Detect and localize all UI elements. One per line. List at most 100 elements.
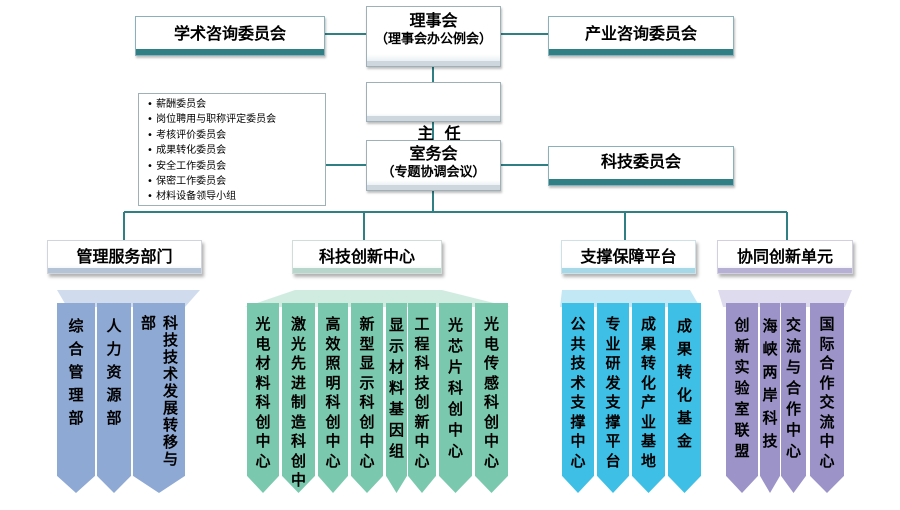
unit-char: 中 xyxy=(786,420,801,441)
director-box: 主 任 xyxy=(366,82,501,122)
unit-char: 部 xyxy=(68,407,83,430)
unit-char: 专 xyxy=(605,315,620,335)
unit-arrow: 科技技术发展转移与部 xyxy=(133,303,185,493)
unit-char: 心 xyxy=(255,452,270,472)
unit-arrow: 新型显示科创中心 xyxy=(351,303,383,493)
list-item: 材料设备领导小组 xyxy=(147,189,325,204)
unit-char: 科 xyxy=(291,432,306,452)
unit-arrow: 光芯片科创中心 xyxy=(439,303,472,493)
unit-char: 制 xyxy=(291,393,306,413)
unit-char: 际 xyxy=(819,335,834,355)
unit-char: 电 xyxy=(255,335,270,355)
council-title: 理事会 xyxy=(367,11,500,31)
unit-arrow: 人力资源部 xyxy=(97,303,131,493)
list-item: 安全工作委员会 xyxy=(147,159,325,174)
unit-char: 部 xyxy=(106,407,121,430)
industry-committee-label: 产业咨询委员会 xyxy=(585,24,697,43)
unit-arrow: 创新实验室联盟 xyxy=(726,303,758,493)
unit-char: 合 xyxy=(68,338,83,361)
unit-char: 成 xyxy=(677,315,692,338)
list-item: 岗位聘用与职称评定委员会 xyxy=(147,112,325,127)
unit-char: 心 xyxy=(570,452,585,472)
unit-char: 中 xyxy=(325,432,340,452)
industry-committee-box: 产业咨询委员会 xyxy=(548,16,734,56)
unit-char: 电 xyxy=(484,335,499,355)
unit-arrow: 成果转化产业基地 xyxy=(632,303,665,493)
unit-char: 中 xyxy=(448,420,463,441)
unit-char: 产 xyxy=(641,393,656,413)
unit-char: 光 xyxy=(255,315,270,335)
unit-char: 芯 xyxy=(448,336,463,357)
list-item: 保密工作委员会 xyxy=(147,174,325,189)
unit-char: 心 xyxy=(325,452,340,472)
unit-arrow: 专业研发支撑平台 xyxy=(597,303,629,493)
unit-char: 理 xyxy=(68,384,83,407)
unit-arrow: 高效照明科创中心 xyxy=(318,303,348,493)
unit-char: 人 xyxy=(106,315,121,338)
unit-char: 激 xyxy=(291,315,306,335)
unit-char: 与 xyxy=(786,357,801,378)
unit-char: 合 xyxy=(819,354,834,374)
unit-char: 造 xyxy=(291,413,306,433)
support-title: 支撑保障平台 xyxy=(580,247,676,266)
list-item: 薪酬委员会 xyxy=(147,97,325,112)
unit-char: 业 xyxy=(605,335,620,355)
unit-char: 联 xyxy=(734,420,749,441)
unit-arrow: 显示材料基因组 xyxy=(386,303,407,493)
unit-char: 心 xyxy=(359,452,374,472)
unit-char: 国 xyxy=(819,315,834,335)
unit-char: 转 xyxy=(641,354,656,374)
unit-char: 化 xyxy=(677,384,692,407)
unit-char: 科 xyxy=(448,378,463,399)
unit-char: 台 xyxy=(605,452,620,472)
unit-char: 心 xyxy=(819,452,834,472)
unit-char: 果 xyxy=(677,338,692,361)
unit-arrow: 成果转化基金 xyxy=(668,303,701,493)
unit-char: 新 xyxy=(734,336,749,357)
unit-char: 技 xyxy=(414,374,429,394)
unit-char: 感 xyxy=(484,374,499,394)
unit-char: 科 xyxy=(484,393,499,413)
unit-char: 支 xyxy=(570,393,585,413)
unit-char: 心 xyxy=(786,441,801,462)
management-header: 管理服务部门 xyxy=(47,240,202,274)
technology-committee-label: 科技委员会 xyxy=(601,152,681,171)
unit-char: 公 xyxy=(570,315,585,335)
unit-char: 果 xyxy=(641,335,656,355)
unit-char: 创 xyxy=(325,413,340,433)
unit-char: 合 xyxy=(786,378,801,399)
unit-char: 作 xyxy=(786,399,801,420)
unit-char: 进 xyxy=(291,374,306,394)
unit-char: 心 xyxy=(448,441,463,462)
unit-char: 创 xyxy=(484,413,499,433)
unit-char: 片 xyxy=(448,357,463,378)
unit-char: 材 xyxy=(389,357,404,378)
unit-char: 源 xyxy=(106,384,121,407)
innovation-title: 科技创新中心 xyxy=(319,247,415,266)
unit-char: 组 xyxy=(389,441,404,462)
unit-char: 岸 xyxy=(762,384,777,407)
unit-char: 力 xyxy=(106,338,121,361)
unit-arrow: 工程科技创新中心 xyxy=(408,303,436,493)
academic-committee-box: 学术咨询委员会 xyxy=(135,16,325,56)
unit-char: 先 xyxy=(291,354,306,374)
unit-char: 成 xyxy=(641,315,656,335)
list-item: 考核评价委员会 xyxy=(147,128,325,143)
unit-char: 料 xyxy=(255,374,270,394)
unit-char: 海 xyxy=(762,315,777,338)
unit-char: 型 xyxy=(359,335,374,355)
unit-arrow: 公共技术支撑中心 xyxy=(562,303,594,493)
unit-char: 中 xyxy=(359,432,374,452)
unit-char: 中 xyxy=(255,432,270,452)
office-meeting-subtitle: （专题协调会议） xyxy=(367,164,500,181)
academic-committee-label: 学术咨询委员会 xyxy=(174,24,286,43)
unit-char: 研 xyxy=(605,354,620,374)
committee-list: 薪酬委员会 岗位聘用与职称评定委员会 考核评价委员会 成果转化委员会 安全工作委… xyxy=(138,93,326,206)
unit-arrow: 激光先进制造科创中心 xyxy=(282,303,315,493)
unit-char: 心 xyxy=(484,452,499,472)
unit-char: 创 xyxy=(359,413,374,433)
collaboration-title: 协同创新单元 xyxy=(737,247,833,266)
unit-char: 业 xyxy=(641,413,656,433)
unit-char: 创 xyxy=(448,399,463,420)
unit-char: 显 xyxy=(359,354,374,374)
